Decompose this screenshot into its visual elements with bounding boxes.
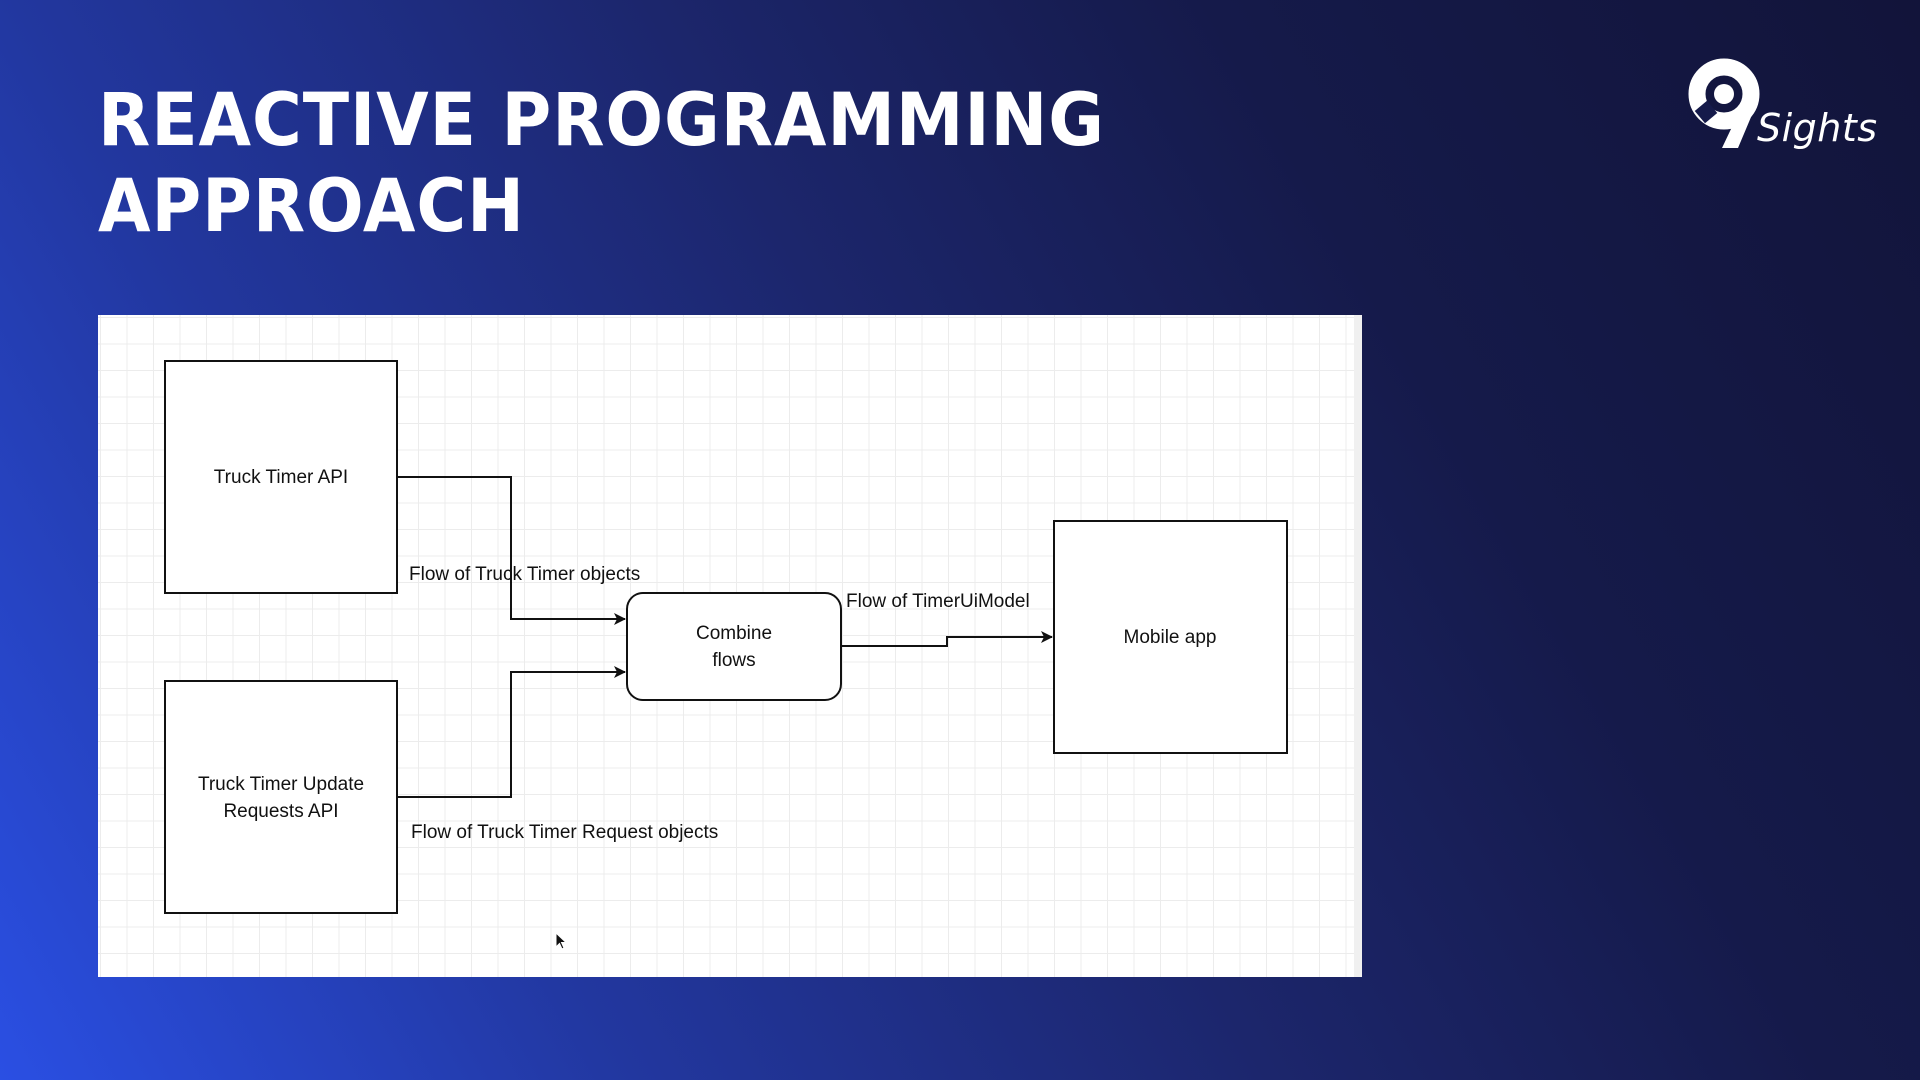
node-label-line-1: Truck Timer Update bbox=[198, 774, 364, 795]
edge-label: Flow of Truck Timer objects bbox=[409, 564, 640, 585]
flow-diagram: Truck Timer API Truck Timer Update Reque… bbox=[164, 360, 1288, 914]
edge-combine-to-mobile-app[interactable]: Flow of TimerUiModel bbox=[841, 591, 1053, 647]
node-mobile-app[interactable]: Mobile app bbox=[1053, 520, 1288, 754]
diagram-panel: Truck Timer API Truck Timer Update Reque… bbox=[98, 315, 1362, 977]
edge-truck-timer-to-combine[interactable]: Flow of Truck Timer objects bbox=[397, 476, 640, 625]
mouse-cursor-icon bbox=[555, 932, 568, 950]
slide-title-line-1: REACTIVE PROGRAMMING bbox=[98, 78, 1105, 163]
node-combine-flows[interactable]: Combine flows bbox=[626, 592, 842, 701]
node-truck-timer-api[interactable]: Truck Timer API bbox=[164, 360, 398, 594]
node-label-line-1: Combine bbox=[696, 623, 772, 644]
edge-label: Flow of TimerUiModel bbox=[846, 591, 1030, 612]
slide-title: REACTIVE PROGRAMMING APPROACH bbox=[98, 78, 1105, 250]
node-label: Mobile app bbox=[1124, 627, 1217, 648]
logo-wordmark: Sights bbox=[1757, 106, 1878, 150]
slide-title-line-2: APPROACH bbox=[98, 164, 525, 249]
panel-scroll-edge bbox=[1354, 315, 1362, 977]
edge-label: Flow of Truck Timer Request objects bbox=[411, 822, 718, 843]
nine-sights-logo-icon bbox=[1688, 58, 1760, 148]
node-label-line-2: Requests API bbox=[223, 801, 338, 822]
node-label-line-2: flows bbox=[712, 650, 755, 671]
edge-update-requests-to-combine[interactable]: Flow of Truck Timer Request objects bbox=[397, 666, 718, 843]
node-truck-timer-update-requests-api[interactable]: Truck Timer Update Requests API bbox=[164, 680, 398, 914]
node-label: Truck Timer API bbox=[214, 467, 348, 488]
